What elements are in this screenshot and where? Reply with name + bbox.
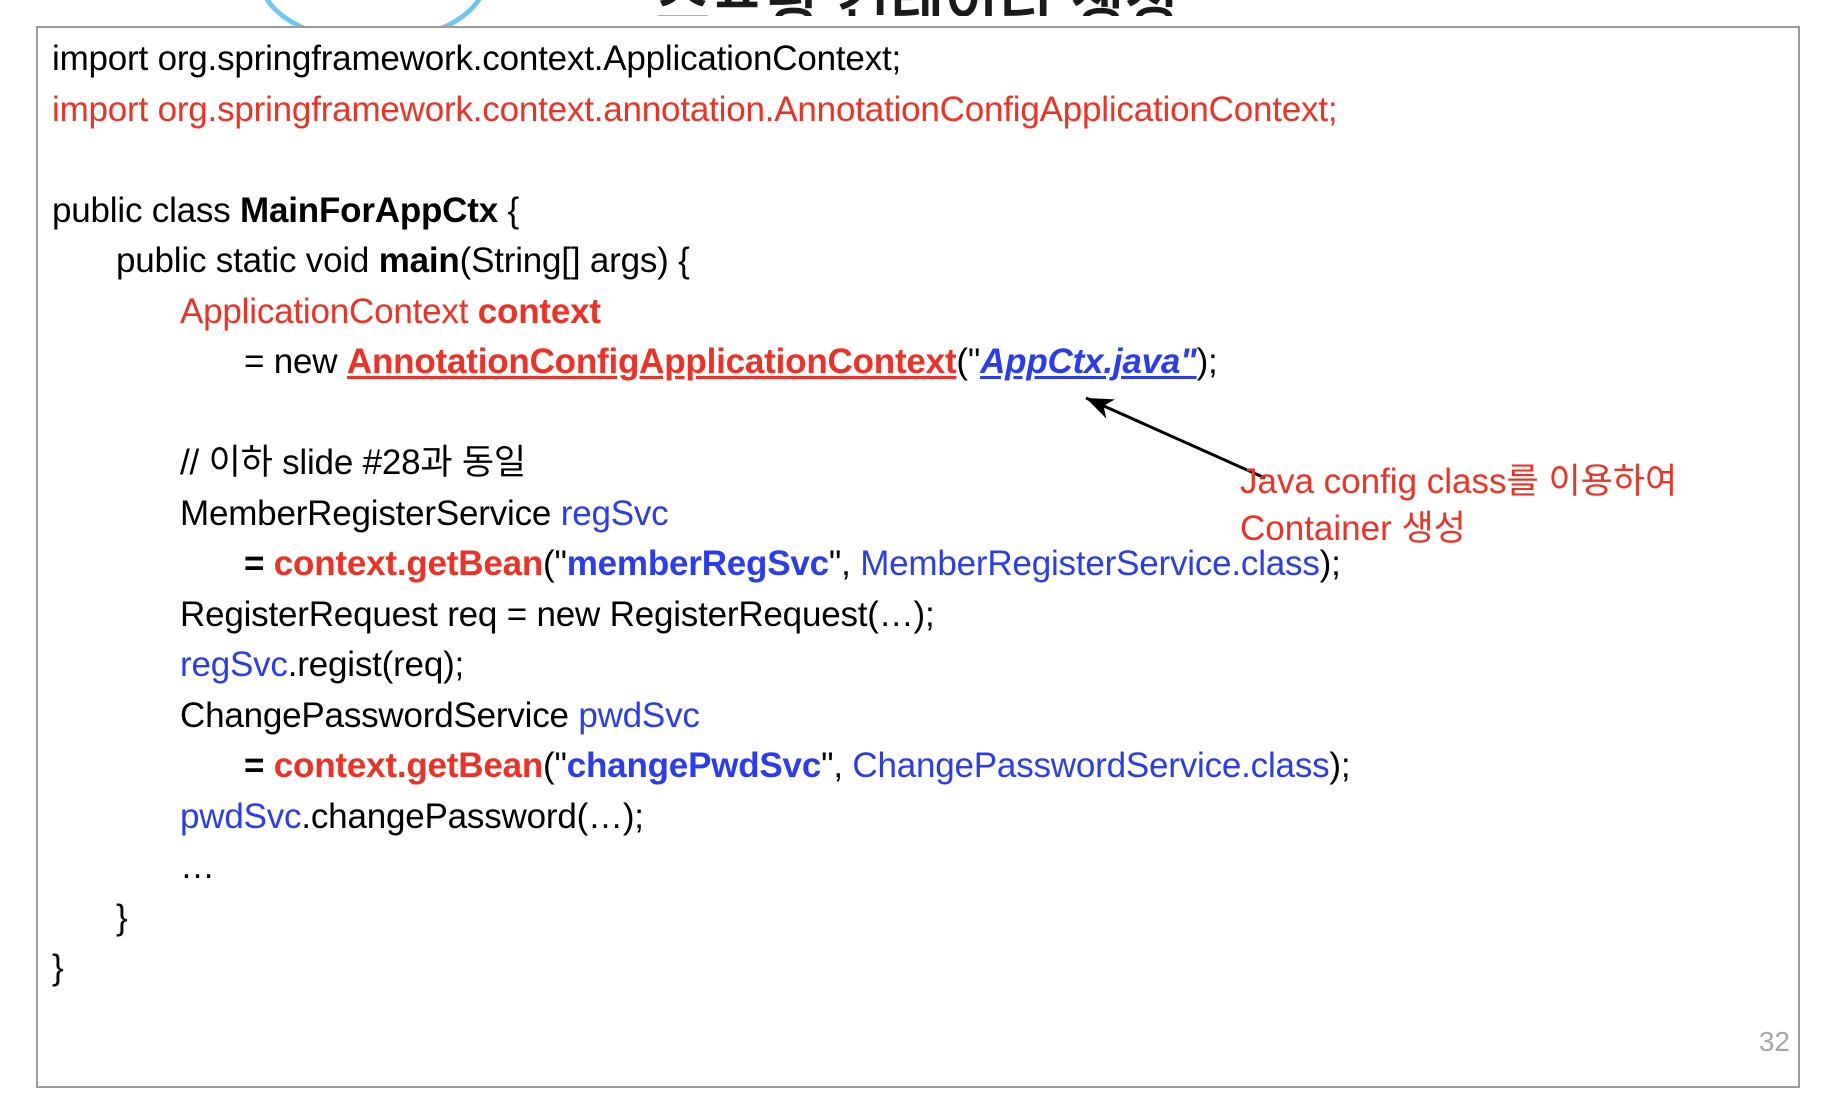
code-line-import-1: import org.springframework.context.Appli…	[52, 34, 1792, 85]
code-token	[52, 393, 62, 432]
code-line-pwdsvc-call: pwdSvc.changePassword(…);	[52, 792, 1792, 843]
code-line-ellipsis: …	[52, 842, 1792, 893]
code-token: main	[378, 241, 460, 280]
code-token: context.getBean	[273, 746, 544, 785]
code-token: regSvc	[560, 493, 669, 533]
code-line-close-class: }	[52, 943, 1792, 994]
code-token: = new	[244, 342, 347, 381]
code-line-req-decl: RegisterRequest req = new RegisterReques…	[52, 590, 1792, 641]
code-token: MainForAppCtx	[240, 190, 498, 230]
code-token: }	[116, 897, 128, 937]
code-token: AnnotationConfigApplicationContext	[346, 342, 957, 381]
code-token: pwdSvc	[180, 796, 302, 836]
code-token: =	[244, 746, 274, 785]
code-token: import org.springframework.context.Appli…	[52, 39, 902, 78]
code-token: MemberRegisterService.class	[860, 544, 1320, 583]
code-frame: import org.springframework.context.Appli…	[36, 26, 1800, 1088]
code-token: import org.springframework.context.annot…	[52, 89, 1338, 129]
code-token: regSvc	[180, 645, 288, 684]
slide-title-cutoff: 스프링 컨테이너 생성	[0, 0, 1836, 16]
code-line-ctx-assign: = new AnnotationConfigApplicationContext…	[52, 337, 1792, 388]
callout-text: Java config class를 이용하여 Container 생성	[1240, 462, 1678, 548]
code-token: =	[244, 544, 274, 583]
code-line-class-decl: public class MainForAppCtx {	[52, 186, 1792, 237]
code-line-main-decl: public static void main(String[] args) {	[52, 236, 1792, 287]
code-token: );	[1319, 544, 1341, 583]
code-token: {	[497, 190, 520, 230]
code-line-regsvc-assign: = context.getBean("memberRegSvc", Member…	[52, 539, 1792, 590]
code-token: ApplicationContext	[180, 291, 478, 331]
code-token: MemberRegisterService	[180, 493, 561, 533]
code-token: AppCtx.java"	[980, 342, 1197, 381]
code-token: …	[180, 847, 215, 886]
code-line-close-main: }	[52, 893, 1792, 944]
code-token: ("	[956, 342, 981, 381]
code-token: ("	[543, 544, 567, 583]
code-line-pwdsvc-decl: ChangePasswordService pwdSvc	[52, 691, 1792, 742]
code-token: // 이하 slide #28과 동일	[180, 443, 526, 482]
code-token: context.getBean	[273, 544, 544, 583]
code-block: import org.springframework.context.Appli…	[52, 34, 1792, 994]
code-token	[52, 140, 62, 179]
code-line-blank-2	[52, 388, 1792, 439]
code-token: pwdSvc	[578, 695, 700, 735]
code-token: changePwdSvc	[566, 746, 822, 785]
code-token: }	[52, 948, 64, 987]
code-line-import-2: import org.springframework.context.annot…	[52, 85, 1792, 136]
page-number: 32	[1758, 1026, 1790, 1057]
code-token: ChangePasswordService	[180, 695, 579, 735]
code-line-pwdsvc-assign: = context.getBean("changePwdSvc", Change…	[52, 741, 1792, 792]
code-token: .changePassword(…);	[301, 796, 644, 836]
code-line-regsvc-call: regSvc.regist(req);	[52, 640, 1792, 691]
code-token: );	[1196, 342, 1218, 381]
code-token: ChangePasswordService.class	[852, 746, 1330, 785]
code-token: (String[] args) {	[459, 241, 690, 280]
code-token: public class	[52, 190, 241, 230]
code-token: ",	[821, 746, 853, 785]
code-token: RegisterRequest req = new RegisterReques…	[180, 594, 935, 634]
code-line-regsvc-decl: MemberRegisterService regSvc	[52, 489, 1792, 540]
code-token: ",	[828, 544, 861, 583]
code-line-ctx-decl: ApplicationContext context	[52, 287, 1792, 338]
code-token: .regist(req);	[287, 645, 465, 684]
code-token: public static void	[116, 241, 379, 280]
code-token: context	[477, 291, 601, 331]
code-token: ("	[543, 746, 567, 785]
code-token: memberRegSvc	[566, 544, 829, 583]
code-line-blank-1	[52, 135, 1792, 186]
code-line-comment-same-as-28: // 이하 slide #28과 동일	[52, 438, 1792, 489]
code-token: );	[1329, 746, 1351, 785]
